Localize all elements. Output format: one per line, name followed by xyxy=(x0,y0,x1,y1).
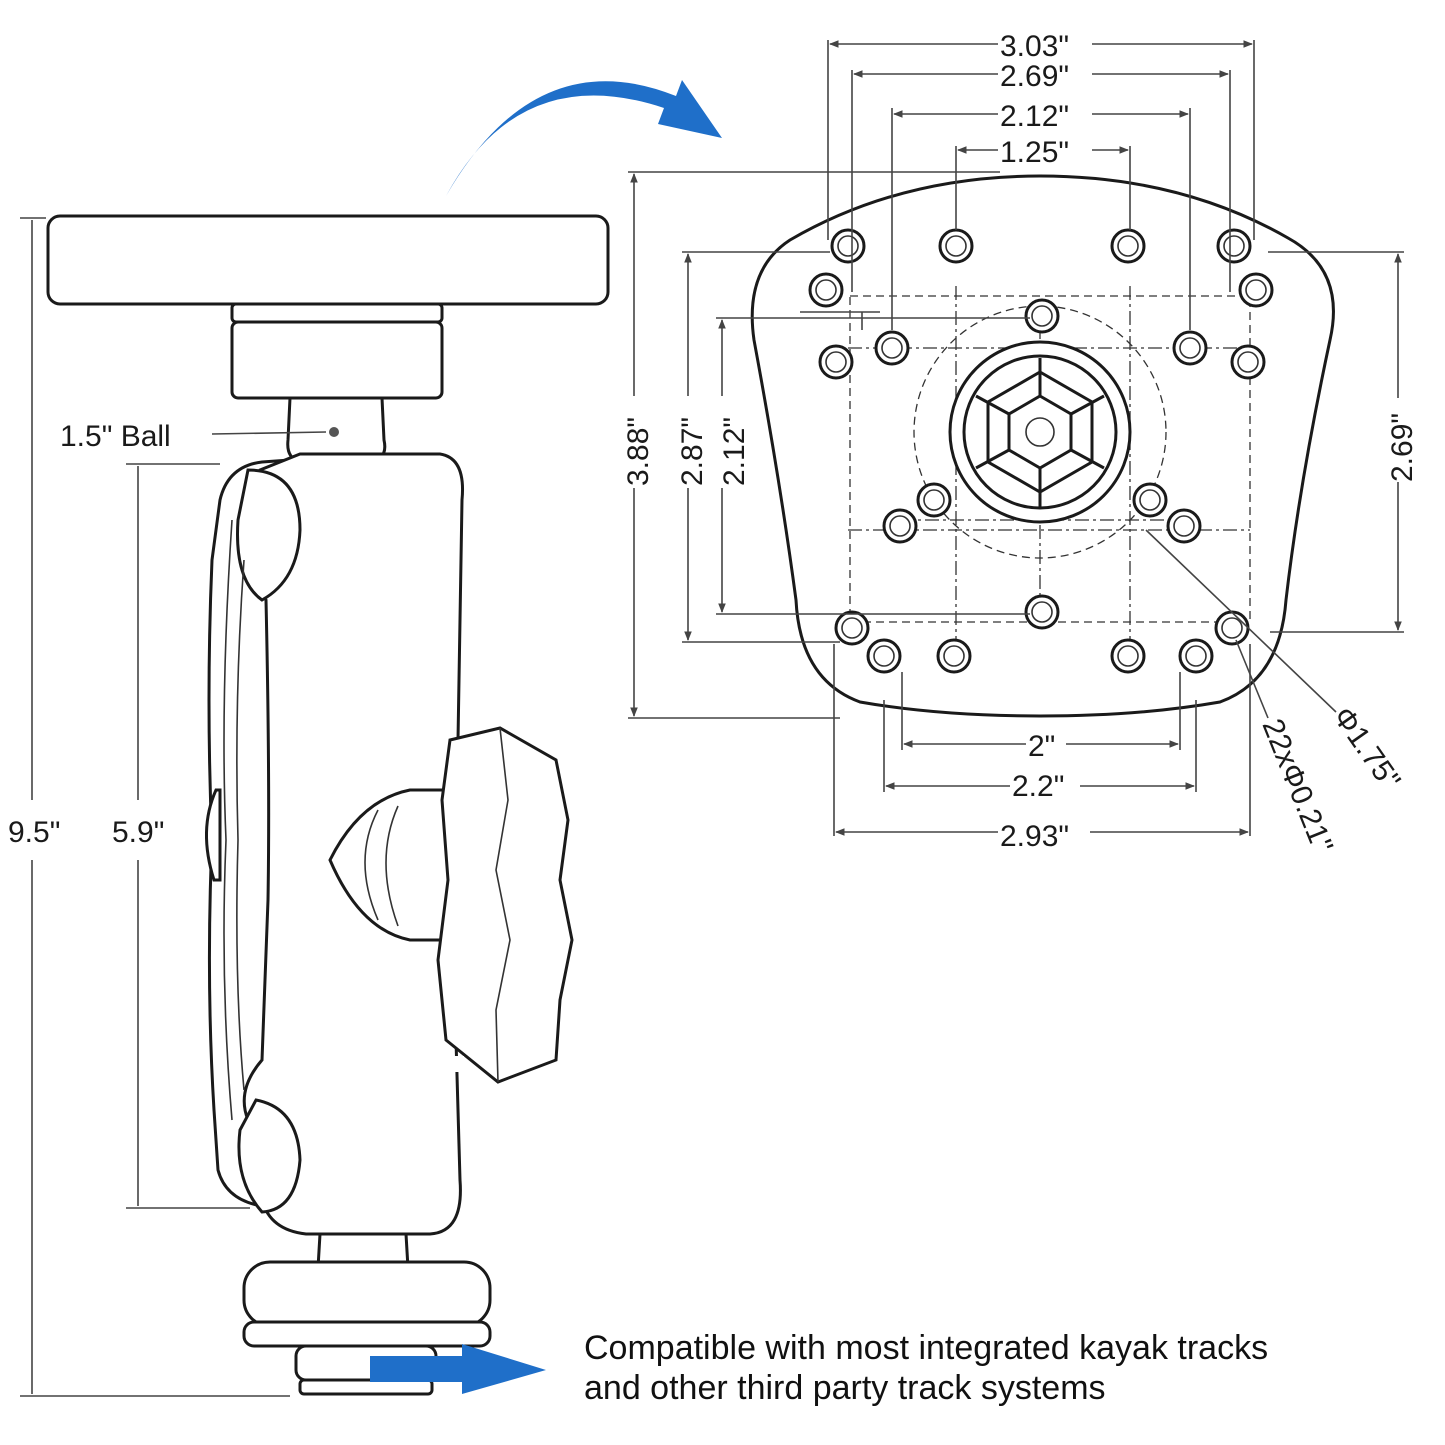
hole xyxy=(1132,482,1168,518)
arm-side-bulge xyxy=(205,788,222,882)
left-dim-2: 2.87" xyxy=(676,417,709,486)
hole xyxy=(1178,638,1214,674)
ball-label: 1.5" Ball xyxy=(60,420,171,453)
track-base-tnut xyxy=(298,1378,434,1396)
hole xyxy=(1172,330,1208,366)
hole xyxy=(936,638,972,674)
hole xyxy=(916,482,952,518)
center-callout: Φ1.75" xyxy=(1326,701,1406,796)
upper-socket xyxy=(236,468,302,602)
arm-seam-2 xyxy=(236,559,245,1091)
hole xyxy=(1024,298,1060,334)
hole xyxy=(808,272,844,308)
hole xyxy=(834,610,870,646)
top-plate xyxy=(46,214,610,306)
bottom-dim-2: 2.2" xyxy=(1012,770,1064,803)
lower-socket xyxy=(237,1098,302,1214)
bottom-dim-1: 2" xyxy=(1028,730,1055,763)
bottom-dim-3: 2.93" xyxy=(1000,820,1069,853)
total-height-label: 9.5" xyxy=(8,816,60,849)
right-dim: 2.69" xyxy=(1386,413,1419,482)
hole xyxy=(938,228,974,264)
top-dim-3: 2.12" xyxy=(1000,100,1069,133)
hole xyxy=(866,638,902,674)
collar-top xyxy=(230,302,444,324)
left-dim-1: 3.88" xyxy=(622,417,655,486)
hole xyxy=(874,330,910,366)
tightening-knob[interactable] xyxy=(436,726,574,1084)
collar xyxy=(230,320,444,400)
caption-line-1: Compatible with most integrated kayak tr… xyxy=(584,1329,1269,1367)
hole-callout: 22xΦ0.21" xyxy=(1256,714,1340,857)
hole xyxy=(1166,508,1202,544)
hole xyxy=(1024,594,1060,630)
top-dim-2: 2.69" xyxy=(1000,60,1069,93)
hole xyxy=(1238,272,1274,308)
knob-boss-ring xyxy=(364,809,379,921)
curved-arrow-icon xyxy=(446,80,722,196)
knob-boss-ring-2 xyxy=(385,805,399,927)
hole xyxy=(1110,228,1146,264)
hole xyxy=(818,344,854,380)
compatibility-caption: Compatible with most integrated kayak tr… xyxy=(584,1328,1268,1408)
hole xyxy=(1110,638,1146,674)
track-arrow-icon-svg xyxy=(370,1344,546,1394)
caption-line-2: and other third party track systems xyxy=(584,1369,1106,1407)
top-dim-1: 3.03" xyxy=(1000,30,1069,63)
center-socket xyxy=(948,340,1132,524)
hole xyxy=(1216,228,1252,264)
arm-length-label: 5.9" xyxy=(112,816,164,849)
left-dim-3: 2.12" xyxy=(718,417,751,486)
track-arrow xyxy=(372,1056,464,1072)
top-dim-4: 1.25" xyxy=(1000,136,1069,169)
hole xyxy=(830,228,866,264)
track-base xyxy=(242,1260,492,1328)
plate-view: 3.03" 2.69" 2.12" 1.25" 3.88" 2.87" 2.12… xyxy=(618,28,1419,858)
mounting-holes xyxy=(808,228,1274,674)
knob-face-line xyxy=(495,727,511,1083)
arm-seam xyxy=(223,519,233,1121)
hole xyxy=(1230,344,1266,380)
hole xyxy=(882,508,918,544)
hole xyxy=(1214,610,1250,646)
side-view: 9.5" 5.9" 1.5" Ball xyxy=(8,214,610,1397)
ball-center-dot xyxy=(329,427,339,437)
